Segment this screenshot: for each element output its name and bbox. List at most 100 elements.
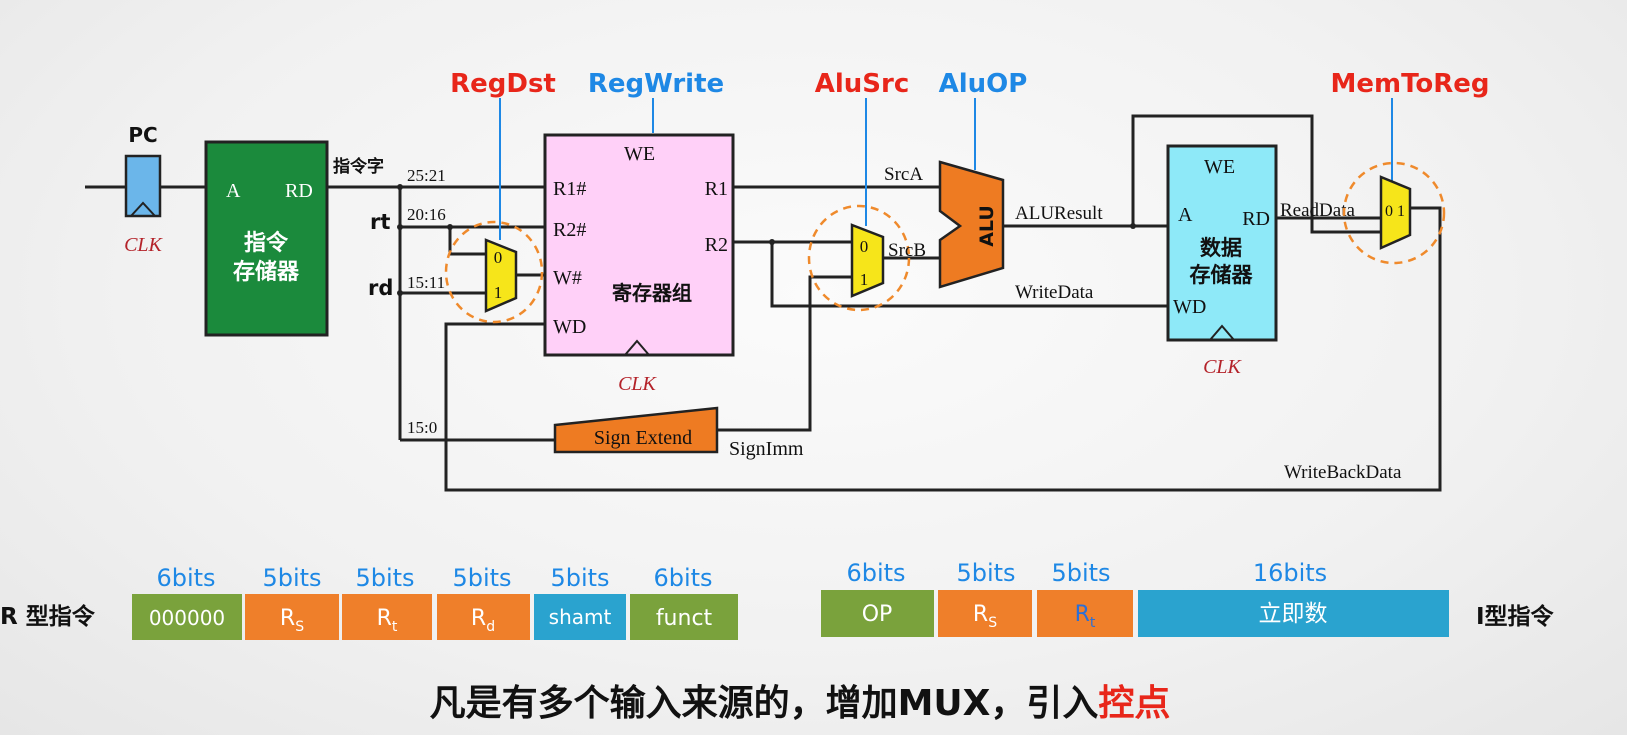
memtoreg-mux-body [1379,175,1412,250]
readdata-label: ReadData [1280,200,1355,221]
memtoreg-mux-in0: 0 [1385,203,1393,220]
regfile-box [543,133,735,357]
regdst-mux-in0: 0 [494,248,503,267]
r-field-bits: 6bits [156,564,215,592]
pc-label: PC [128,123,157,147]
alusrc-mux: 0 1 [807,204,911,312]
pc-box [124,154,162,218]
register-file: WE R1# R2# W# WD R1 R2 寄存器组 CLK [543,133,735,395]
r-field-name: funct [656,606,713,631]
regdst-mux-body [484,238,518,313]
r-field-box [534,594,626,640]
srca-label: SrcA [884,164,923,185]
i-field-1: 5bits RS [938,559,1032,637]
r-field-4: 5bits shamt [534,564,626,640]
signimm-label: SignImm [729,438,804,460]
r-field-name: 000000 [149,606,225,630]
regfile-r1-in: R1# [553,178,586,200]
dmem-port-rd: RD [1242,208,1270,230]
r-field-bits: 5bits [452,564,511,592]
aluresult-bypass-wire [1131,114,1381,234]
writeback-label: WriteBackData [1284,462,1402,483]
dmem-name-line1: 数据 [1200,236,1242,260]
junction-dot [1130,223,1136,229]
memtoreg-mux-highlight [1342,161,1446,265]
signimm-wire [717,275,852,432]
i-field-name: RS [973,602,997,631]
imem-name-line2: 存储器 [233,259,300,285]
regdst-mux-in1: 1 [494,283,503,302]
memtoreg-mux-in1: 1 [1397,203,1405,220]
regdst-label: RegDst [450,69,556,99]
i-field-bits: 5bits [1051,559,1110,587]
control-lines [499,98,1393,240]
r-format-title: R 型指令 [0,603,96,630]
r-field-bits: 5bits [262,564,321,592]
dmem-clock-triangle [1209,324,1235,341]
dmem-port-wd: WD [1173,296,1206,318]
r-field-1: 5bits RS [245,564,339,640]
pc-clk-label: CLK [124,234,163,256]
regfile-clk-label: CLK [618,373,657,395]
i-field-box [821,590,934,637]
junction-dot [397,184,403,190]
imem-port-a: A [226,180,241,202]
signext-body [553,406,719,454]
pc-register: PC CLK [124,123,163,256]
writeback-wire [444,206,1442,492]
r-field-box [245,594,339,640]
junction-dot [447,224,453,230]
srcb-label: SrcB [888,240,926,261]
r-field-bits: 5bits [550,564,609,592]
junction-dot [769,239,775,245]
regfile-we: WE [624,143,655,165]
aluop-label: AluOP [939,69,1028,99]
regfile-r1-out: R1 [705,178,728,200]
alusrc-mux-in0: 0 [860,237,869,256]
field-15-0-label: 15:0 [407,418,437,437]
regdst-mux: 0 1 [444,220,544,324]
caption: 凡是有多个输入来源的，增加MUX，引入控点 [430,683,1171,724]
dmem-name-line2: 存储器 [1190,263,1254,287]
r-field-box [132,594,242,640]
i-format: 6bits OP 5bits RS 5bits Rt 16bits 立即数 I型… [821,559,1555,637]
regfile-w-in: W# [553,267,582,289]
r-field-5: 6bits funct [630,564,738,640]
field-25-21-label: 25:21 [407,166,446,185]
alusrc-mux-body [850,223,885,298]
i-field-box [938,590,1032,637]
i-field-box [1138,590,1449,637]
memtoreg-label: MemToReg [1330,69,1489,99]
i-field-2: 5bits Rt [1037,559,1133,637]
dmem-we: WE [1204,156,1235,178]
regdst-mux-highlight [444,220,544,324]
pc-clock-triangle [130,201,156,217]
alusrc-label: AluSrc [815,69,910,99]
imem-name-line1: 指令 [244,230,289,256]
instruction-memory: A RD 指令 存储器 [204,140,329,337]
r-field-name: Rd [471,606,495,635]
r-field-box [630,594,738,640]
regfile-clock-triangle [624,339,650,356]
dmem-clk-label: CLK [1203,356,1242,378]
memtoreg-mux: 0 1 [1342,161,1446,265]
field-15-11-label: 15:11 [407,273,445,292]
regfile-wd-in: WD [553,316,586,338]
signext-label: Sign Extend [594,427,692,449]
i-field-3: 16bits 立即数 [1138,559,1449,637]
i-field-0: 6bits OP [821,559,934,637]
alusrc-mux-in1: 1 [860,270,869,289]
i-field-bits: 16bits [1253,559,1327,587]
r-format: R 型指令 6bits 000000 5bits RS 5bits Rt 5bi… [0,564,738,640]
alu-name: ALU [976,205,998,247]
regfile-r2-out: R2 [705,234,728,256]
writedata-label: WriteData [1015,282,1094,303]
data-memory: WE A RD WD 数据 存储器 CLK ReadData [1166,144,1355,378]
dmem-port-a: A [1178,204,1193,226]
regwrite-label: RegWrite [588,69,724,99]
r-field-bits: 6bits [653,564,712,592]
imem-port-rd: RD [285,180,313,202]
i-field-name: Rt [1075,602,1096,631]
junction-dot [397,290,403,296]
